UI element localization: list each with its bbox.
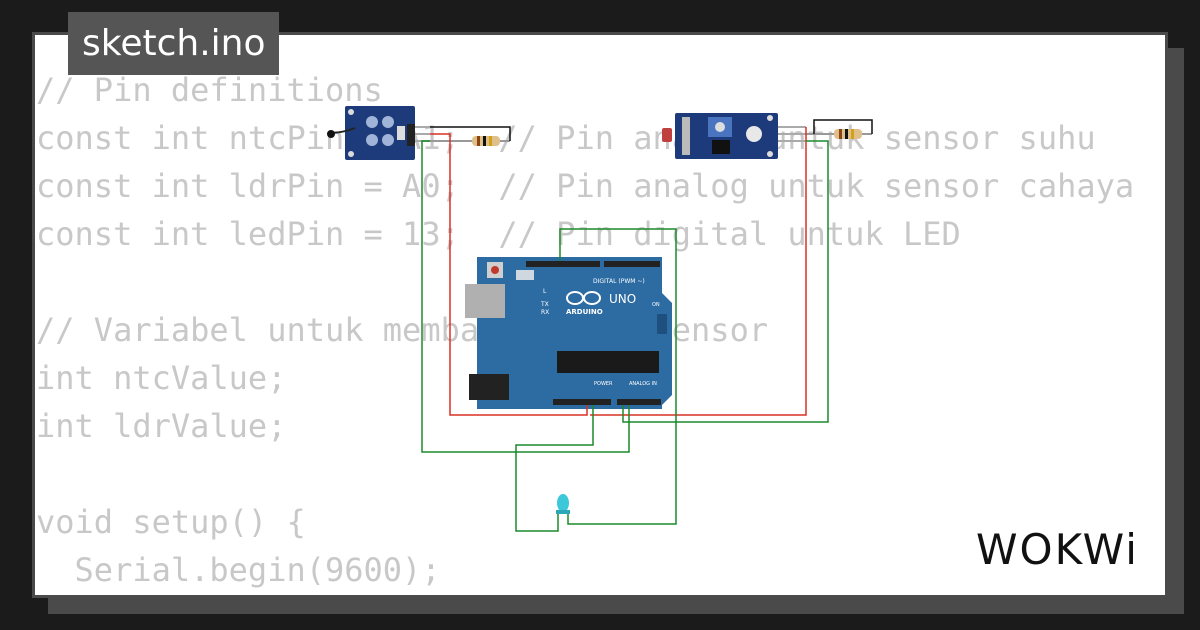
code-line: const int ledPin = 13; // Pin digital un… bbox=[36, 215, 961, 253]
file-tab[interactable]: sketch.ino bbox=[68, 12, 280, 75]
l-led-label: L bbox=[543, 288, 547, 295]
ldr-sensor-module[interactable] bbox=[662, 113, 806, 159]
code-line: Serial.begin(9600); bbox=[36, 551, 441, 589]
code-line: void setup() { bbox=[36, 503, 306, 541]
wokwi-logo: WOKWi bbox=[976, 525, 1139, 574]
wokwi-logo-text: WOKWi bbox=[976, 525, 1139, 574]
code-line: int ldrValue; bbox=[36, 407, 287, 445]
code-line: // Pin definitions bbox=[36, 71, 383, 109]
arduino-infinity-icon bbox=[566, 291, 601, 305]
red-wires bbox=[430, 127, 807, 416]
digital-header-label: DIGITAL (PWM ~) bbox=[593, 278, 645, 285]
uno-logo-text: UNO bbox=[609, 292, 636, 306]
rx-label: RX bbox=[541, 309, 549, 316]
analog-in-label: ANALOG IN bbox=[629, 381, 657, 387]
ntc-sensor-module[interactable] bbox=[327, 106, 430, 160]
resistor-ldr[interactable] bbox=[806, 119, 873, 139]
code-line: int ntcValue; bbox=[36, 359, 287, 397]
on-label: ON bbox=[652, 302, 660, 308]
tx-label: TX bbox=[540, 301, 549, 308]
power-label: POWER bbox=[594, 381, 613, 387]
arduino-brand-text: ARDUINO bbox=[566, 308, 603, 316]
arduino-uno-board[interactable]: DIGITAL (PWM ~) L TX RX UNO ARDUINO ON P… bbox=[465, 257, 672, 409]
resistor-ntc[interactable] bbox=[430, 126, 511, 146]
led[interactable] bbox=[556, 494, 570, 514]
code-line: const int ldrPin = A0; // Pin analog unt… bbox=[36, 167, 1135, 205]
green-wires bbox=[421, 140, 829, 532]
